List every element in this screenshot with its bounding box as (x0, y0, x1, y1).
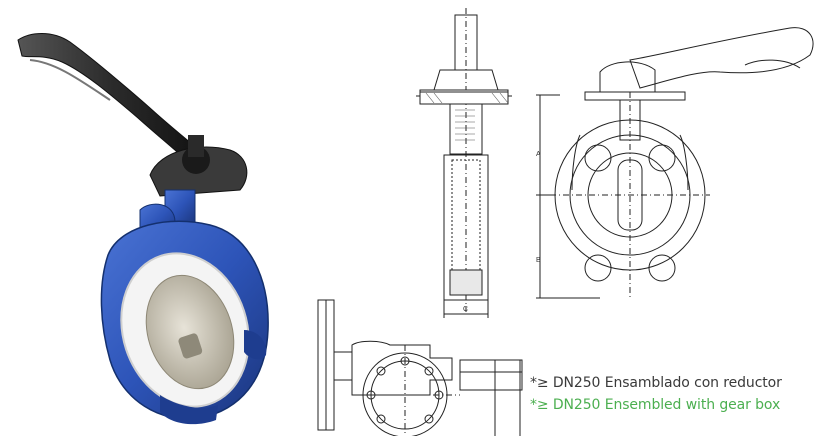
gearbox-drawing (317, 299, 523, 436)
side-section-drawing (416, 8, 512, 318)
dimension-label-b: B (536, 257, 541, 264)
front-view-drawing (536, 27, 814, 300)
gearbox-note-english: *≥ DN250 Ensembled with gear box (530, 397, 781, 413)
dimension-label-c: C (463, 306, 468, 313)
disc (145, 274, 235, 390)
dimension-label-a: A (536, 151, 541, 158)
gearbox-note-spanish: *≥ DN250 Ensamblado con reductor (530, 375, 782, 391)
